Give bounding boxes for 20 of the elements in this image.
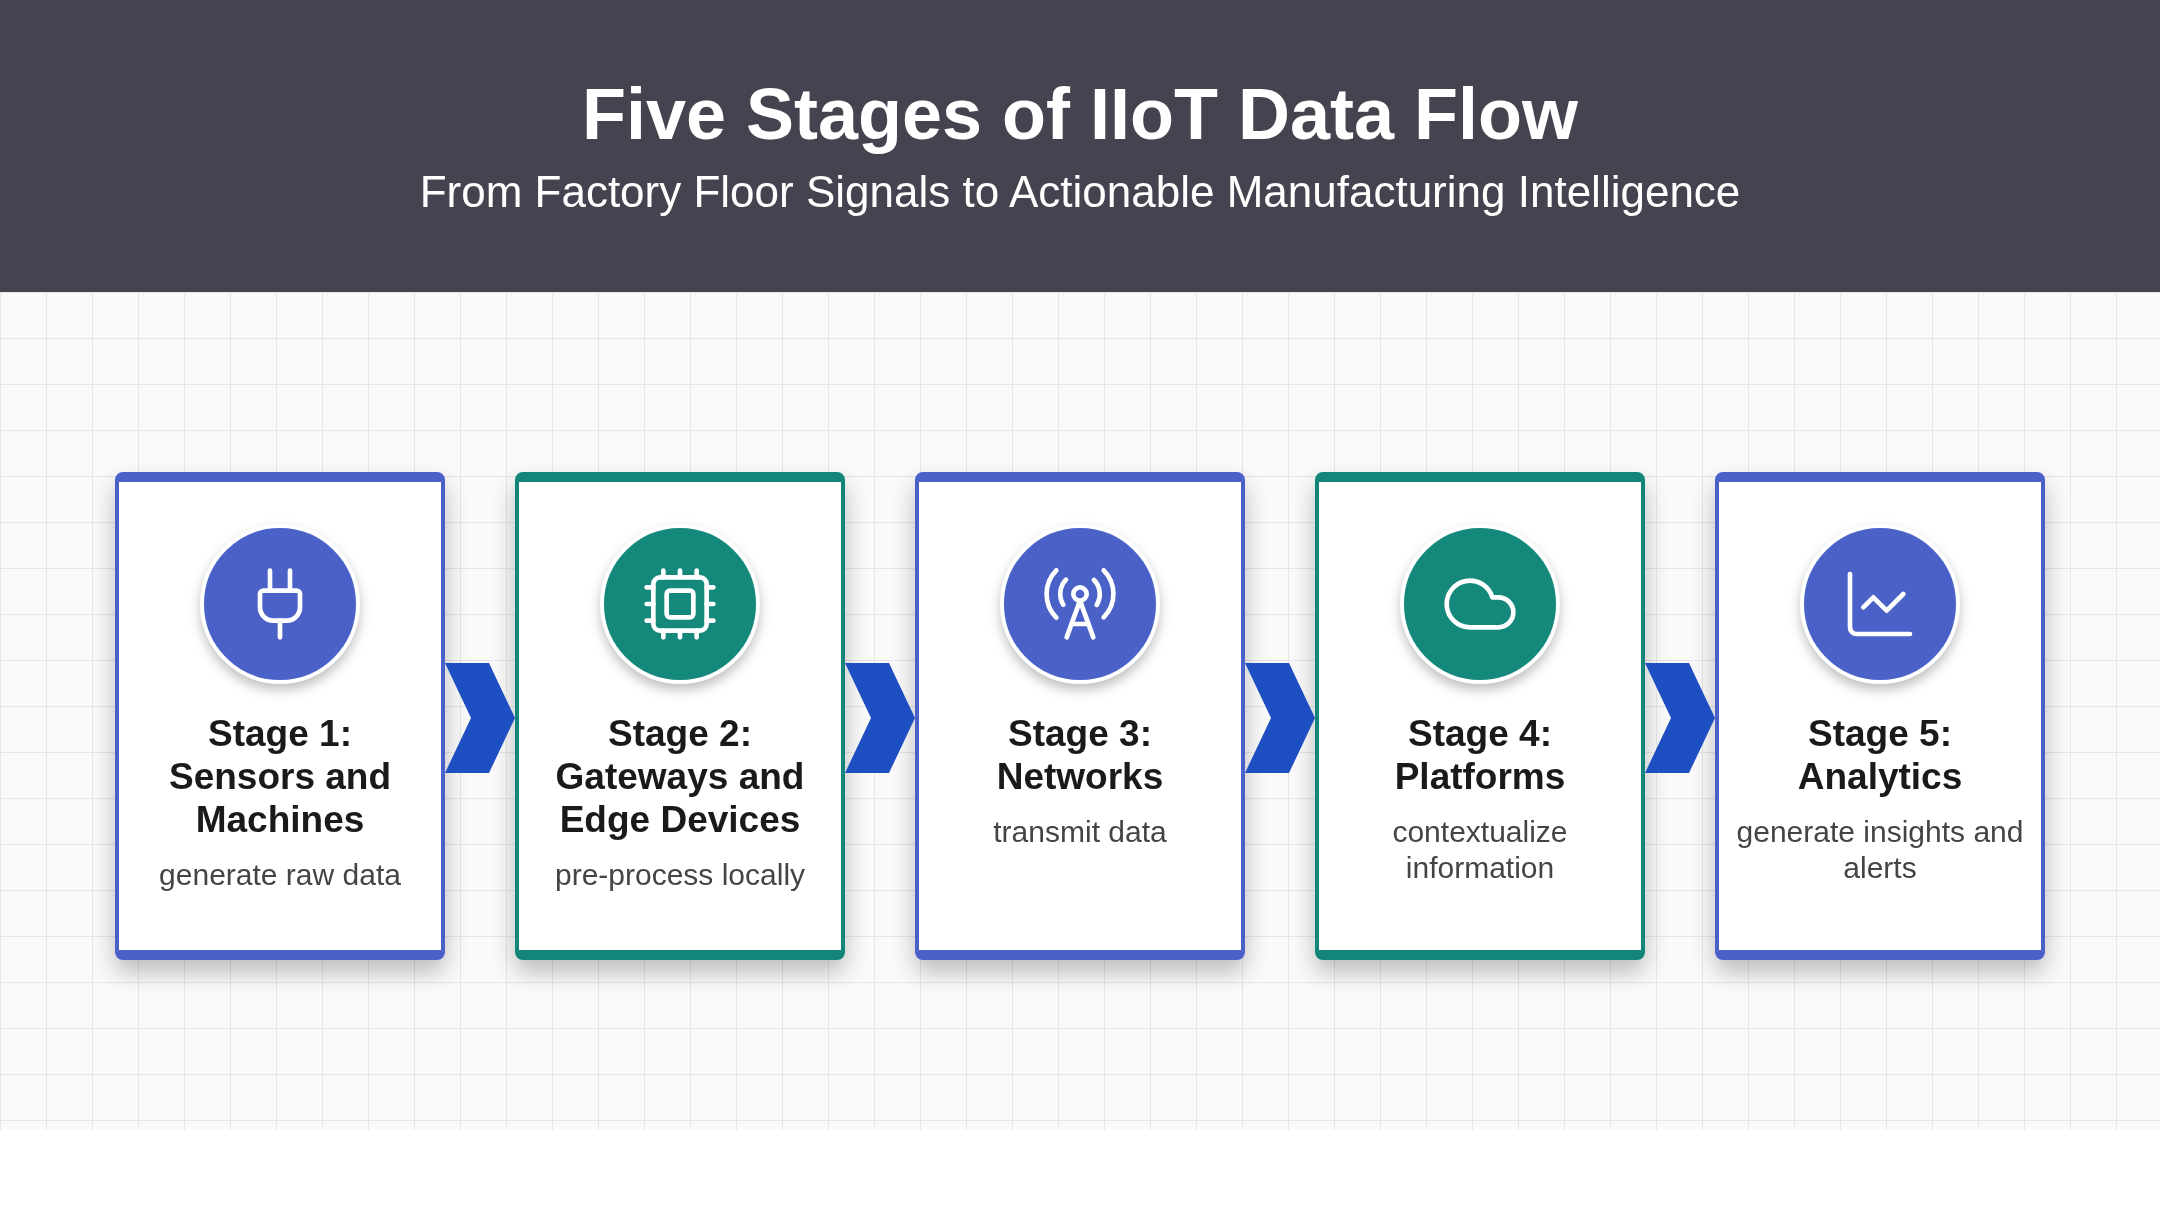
- stage-title: Stage 5: Analytics: [1796, 712, 1964, 798]
- chevron-arrow: [1645, 663, 1715, 773]
- subtitle: From Factory Floor Signals to Actionable Manufacturing Intelligence: [419, 170, 1741, 214]
- chevron-arrow: [845, 663, 915, 773]
- stage-title: Stage 1: Sensors and Machines: [167, 712, 393, 841]
- stage-title: Stage 3: Networks: [995, 712, 1165, 798]
- stage-card: [515, 472, 845, 960]
- stage-description: pre-process locally: [554, 857, 806, 893]
- chevron-arrow: [445, 663, 515, 773]
- stage-description: generate raw data: [159, 857, 401, 893]
- stage-description: generate insights and alerts: [1735, 814, 2025, 886]
- stage-title: Stage 2: Gateways and Edge Devices: [554, 712, 806, 841]
- stage-card: [915, 472, 1245, 960]
- stage-card: [1315, 472, 1645, 960]
- stage-card: [1715, 472, 2045, 960]
- stage-title: Stage 4: Platforms: [1393, 712, 1567, 798]
- chevron-arrow: [1245, 663, 1315, 773]
- stage-description: contextualize information: [1391, 814, 1569, 886]
- stage-description: transmit data: [993, 814, 1167, 850]
- stage-card: [115, 472, 445, 960]
